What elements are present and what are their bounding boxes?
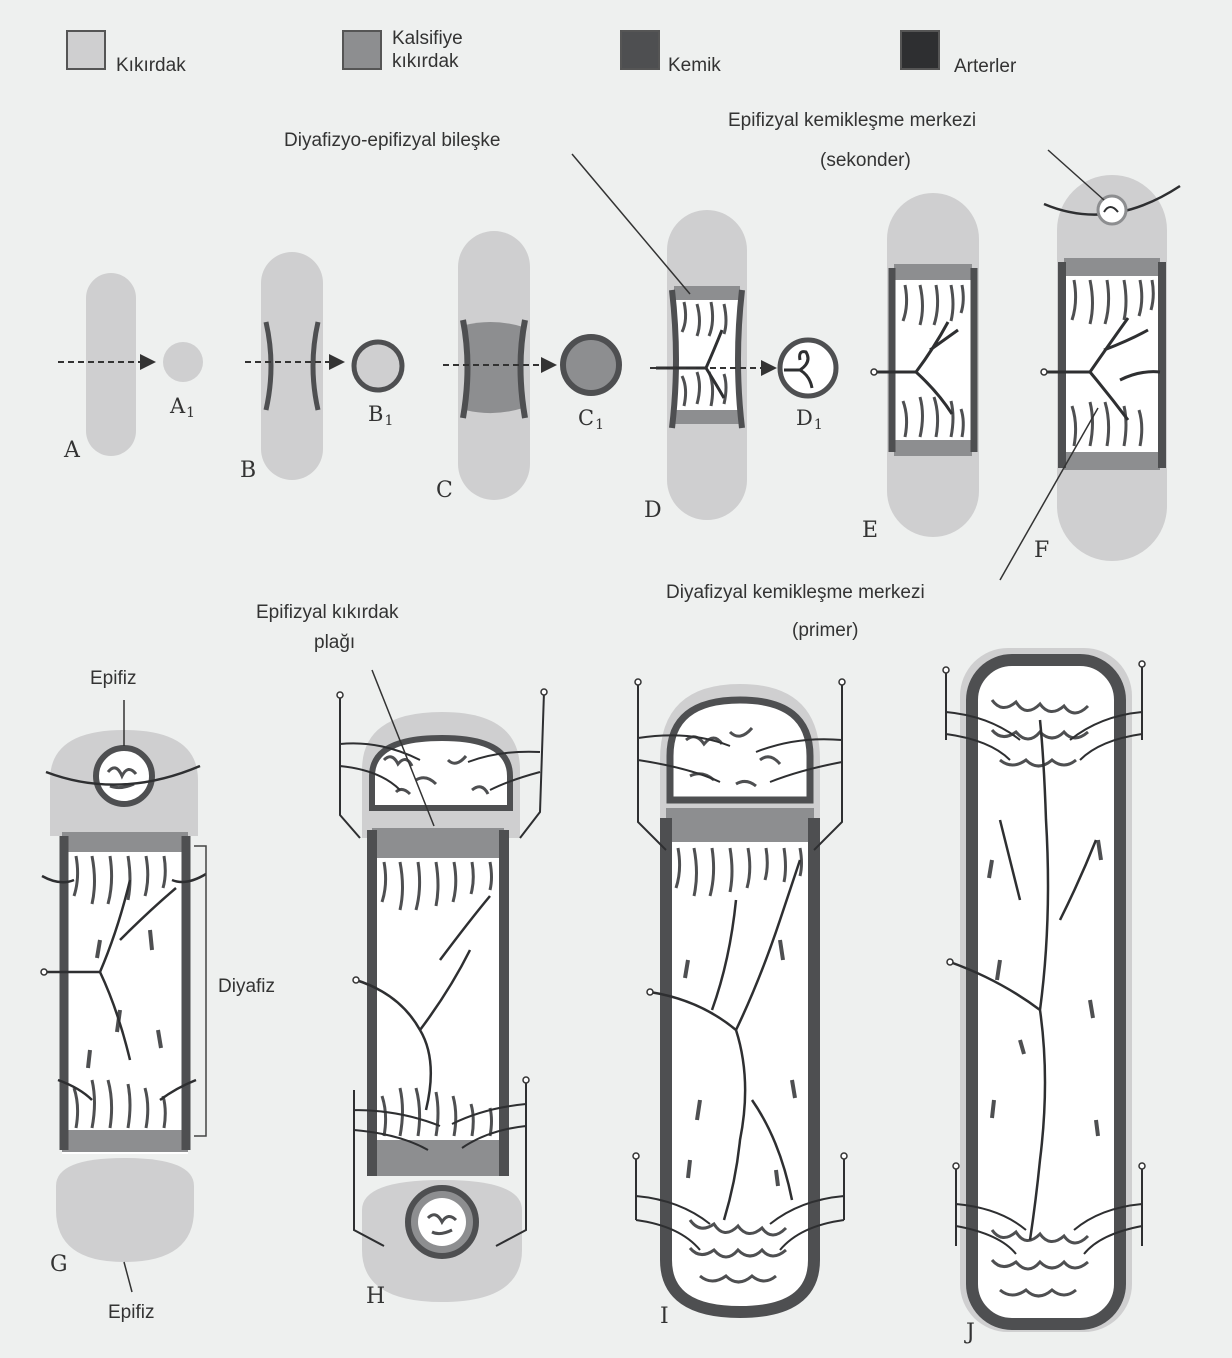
stage-label-a: A — [64, 438, 80, 463]
stage-d-bone — [650, 210, 775, 520]
stage-label-e: E — [862, 518, 878, 543]
legend-label-bone: Kemik — [668, 55, 721, 78]
label-diaphysis: Diyafiz — [218, 976, 275, 999]
label-primary: (primer) — [792, 620, 859, 643]
label-growth-plate-line1: Epifizyal kıkırdak — [256, 602, 399, 625]
legend-swatch-calcified — [342, 30, 382, 70]
section-a1 — [163, 342, 203, 382]
label-epiphysis-bottom: Epifiz — [108, 1302, 154, 1325]
section-label-d1: D1 — [796, 406, 823, 433]
section-label-b1: B1 — [368, 402, 393, 429]
stage-h-bone — [337, 670, 547, 1302]
stage-e-bone — [871, 193, 979, 537]
section-label-c1: C1 — [578, 406, 604, 433]
section-d1 — [780, 340, 836, 396]
stage-j-bone — [943, 648, 1145, 1332]
label-diaphyseal-ossification-center: Diyafizyal kemikleşme merkezi — [666, 582, 925, 605]
label-epiphysis-top: Epifiz — [90, 668, 136, 691]
stage-label-i: I — [660, 1304, 669, 1329]
label-diaphyseal-epiphyseal-junction: Diyafizyo-epifizyal bileşke — [284, 130, 500, 153]
section-label-a1: A1 — [170, 394, 195, 421]
label-epiphyseal-ossification-center: Epifizyal kemikleşme merkezi — [728, 110, 976, 133]
stage-label-d: D — [644, 498, 662, 523]
legend-label-arteries: Arterler — [954, 56, 1016, 79]
stage-label-g: G — [50, 1252, 68, 1277]
stage-c-bone — [443, 231, 555, 500]
legend-swatch-bone — [620, 30, 660, 70]
legend-swatch-arteries — [900, 30, 940, 70]
section-b1 — [354, 342, 402, 390]
stage-label-j: J — [966, 1320, 975, 1345]
legend-label-calcified: Kalsifiye kıkırdak — [392, 28, 463, 74]
stage-a-bone — [58, 273, 154, 456]
label-growth-plate-line2: plağı — [314, 632, 355, 655]
stage-label-h: H — [366, 1284, 385, 1309]
stage-g-bone — [41, 700, 206, 1292]
section-c1 — [563, 337, 619, 393]
legend-swatch-cartilage — [66, 30, 106, 70]
stage-label-b: B — [240, 458, 256, 483]
stage-label-c: C — [436, 478, 453, 503]
legend-label-cartilage: Kıkırdak — [116, 55, 186, 78]
stage-b-bone — [245, 252, 343, 480]
stage-f-bone — [1041, 175, 1180, 561]
stage-i-bone — [633, 679, 847, 1312]
label-secondary: (sekonder) — [820, 150, 911, 173]
stage-label-f: F — [1034, 538, 1049, 563]
